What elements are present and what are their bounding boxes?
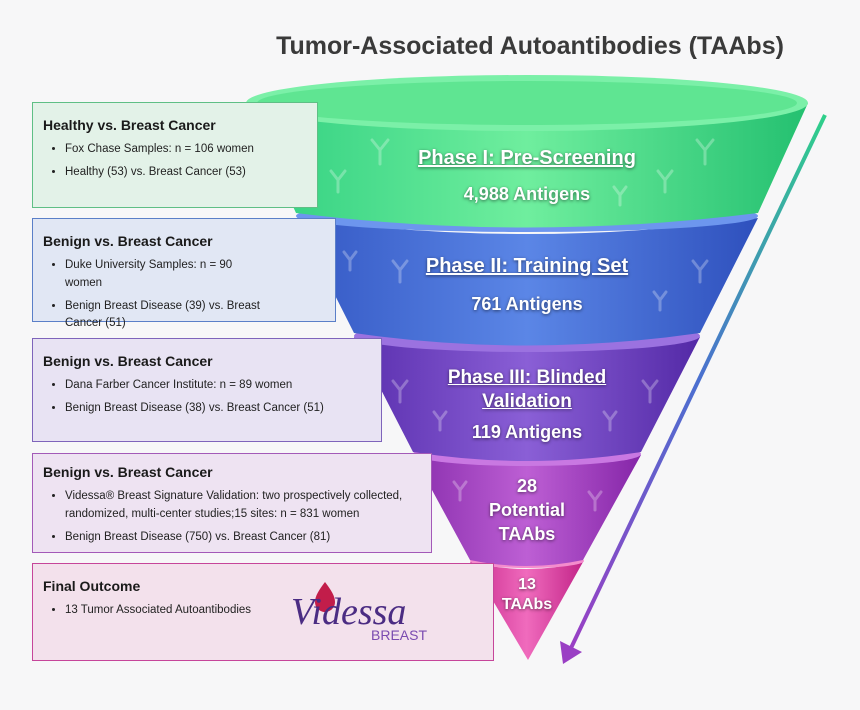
funnel-segment-4 [413, 455, 641, 566]
stage-heading: Benign vs. Breast Cancer [43, 353, 213, 369]
bullet: Benign Breast Disease (39) vs. Breast Ca… [65, 298, 265, 334]
stage-heading: Benign vs. Breast Cancer [43, 464, 213, 480]
progress-arrow-head [560, 641, 582, 664]
funnel-segment-3 [354, 337, 700, 461]
stage-bullets: Fox Chase Samples: n = 106 women Healthy… [43, 141, 307, 182]
videssa-logo: Videssa BREAST [289, 580, 439, 644]
phase-2-count: 761 Antigens [471, 294, 583, 314]
phase-title-line-1: Phase III: Blinded [447, 367, 607, 388]
phase-title: Phase II: Training Set [425, 255, 629, 277]
phase-4-line-3: TAAbs [498, 524, 556, 544]
stage-box-1: Healthy vs. Breast Cancer Fox Chase Samp… [32, 102, 318, 208]
funnel-segment-1 [246, 103, 808, 228]
stage-bullets: 13 Tumor Associated Autoantibodies [43, 602, 285, 620]
bullet: Benign Breast Disease (38) vs. Breast Ca… [65, 400, 371, 418]
stage-heading: Benign vs. Breast Cancer [43, 233, 213, 249]
stage-heading: Healthy vs. Breast Cancer [43, 117, 216, 133]
funnel-segment-1-rim-inner [257, 81, 797, 125]
stage-bullets: Dana Farber Cancer Institute: n = 89 wom… [43, 377, 371, 418]
stage-box-3: Benign vs. Breast Cancer Dana Farber Can… [32, 338, 382, 442]
phase-3-count: 119 Antigens [471, 422, 583, 442]
bullet: 13 Tumor Associated Autoantibodies [65, 602, 285, 620]
progress-arrow-shaft [569, 114, 827, 649]
phase-1-label: Phase I: Pre-Screening [387, 147, 667, 170]
logo-word: Videssa [291, 591, 406, 633]
page-title: Tumor-Associated Autoantibodies (TAAbs) [276, 32, 784, 60]
phase-1-count: 4,988 Antigens [463, 184, 591, 204]
phase-3-label: Phase III: Blinded Validation [407, 366, 647, 414]
phase-5-label: 13 TAAbs [487, 575, 567, 615]
videssa-logo-graphic: Videssa BREAST [291, 582, 427, 643]
antibody-icons [329, 138, 715, 512]
logo-sub: BREAST [371, 627, 427, 643]
phase-5-line-1: 13 [518, 576, 536, 593]
bullet: Benign Breast Disease (750) vs. Breast C… [65, 529, 421, 547]
stage-bullets: Videssa® Breast Signature Validation: tw… [43, 488, 421, 546]
phase-2-label: Phase II: Training Set [387, 255, 667, 278]
logo-drop-icon [315, 582, 335, 612]
bullet: Duke University Samples: n = 90 women [65, 257, 265, 293]
phase-5-line-2: TAAbs [501, 596, 553, 613]
bullet: Healthy (53) vs. Breast Cancer (53) [65, 164, 307, 182]
funnel-segment-5 [470, 562, 583, 660]
stage-box-4: Benign vs. Breast Cancer Videssa® Breast… [32, 453, 432, 553]
stage-bullets: Duke University Samples: n = 90 women Be… [43, 257, 325, 333]
phase-4-line-2: Potential [488, 500, 565, 520]
stage-heading: Final Outcome [43, 578, 141, 594]
stage-box-2: Benign vs. Breast Cancer Duke University… [32, 218, 336, 329]
funnel-segment-2 [296, 218, 758, 346]
bullet: Dana Farber Cancer Institute: n = 89 wom… [65, 377, 371, 395]
stage-box-5: Final Outcome 13 Tumor Associated Autoan… [32, 563, 494, 661]
phase-title-line-2: Validation [482, 391, 572, 412]
bullet: Fox Chase Samples: n = 106 women [65, 141, 307, 159]
phase-4-line-1: 28 [516, 476, 538, 496]
phase-4-label: 28 Potential TAAbs [457, 474, 597, 546]
phase-title: Phase I: Pre-Screening [418, 147, 636, 169]
bullet: Videssa® Breast Signature Validation: tw… [65, 488, 421, 524]
